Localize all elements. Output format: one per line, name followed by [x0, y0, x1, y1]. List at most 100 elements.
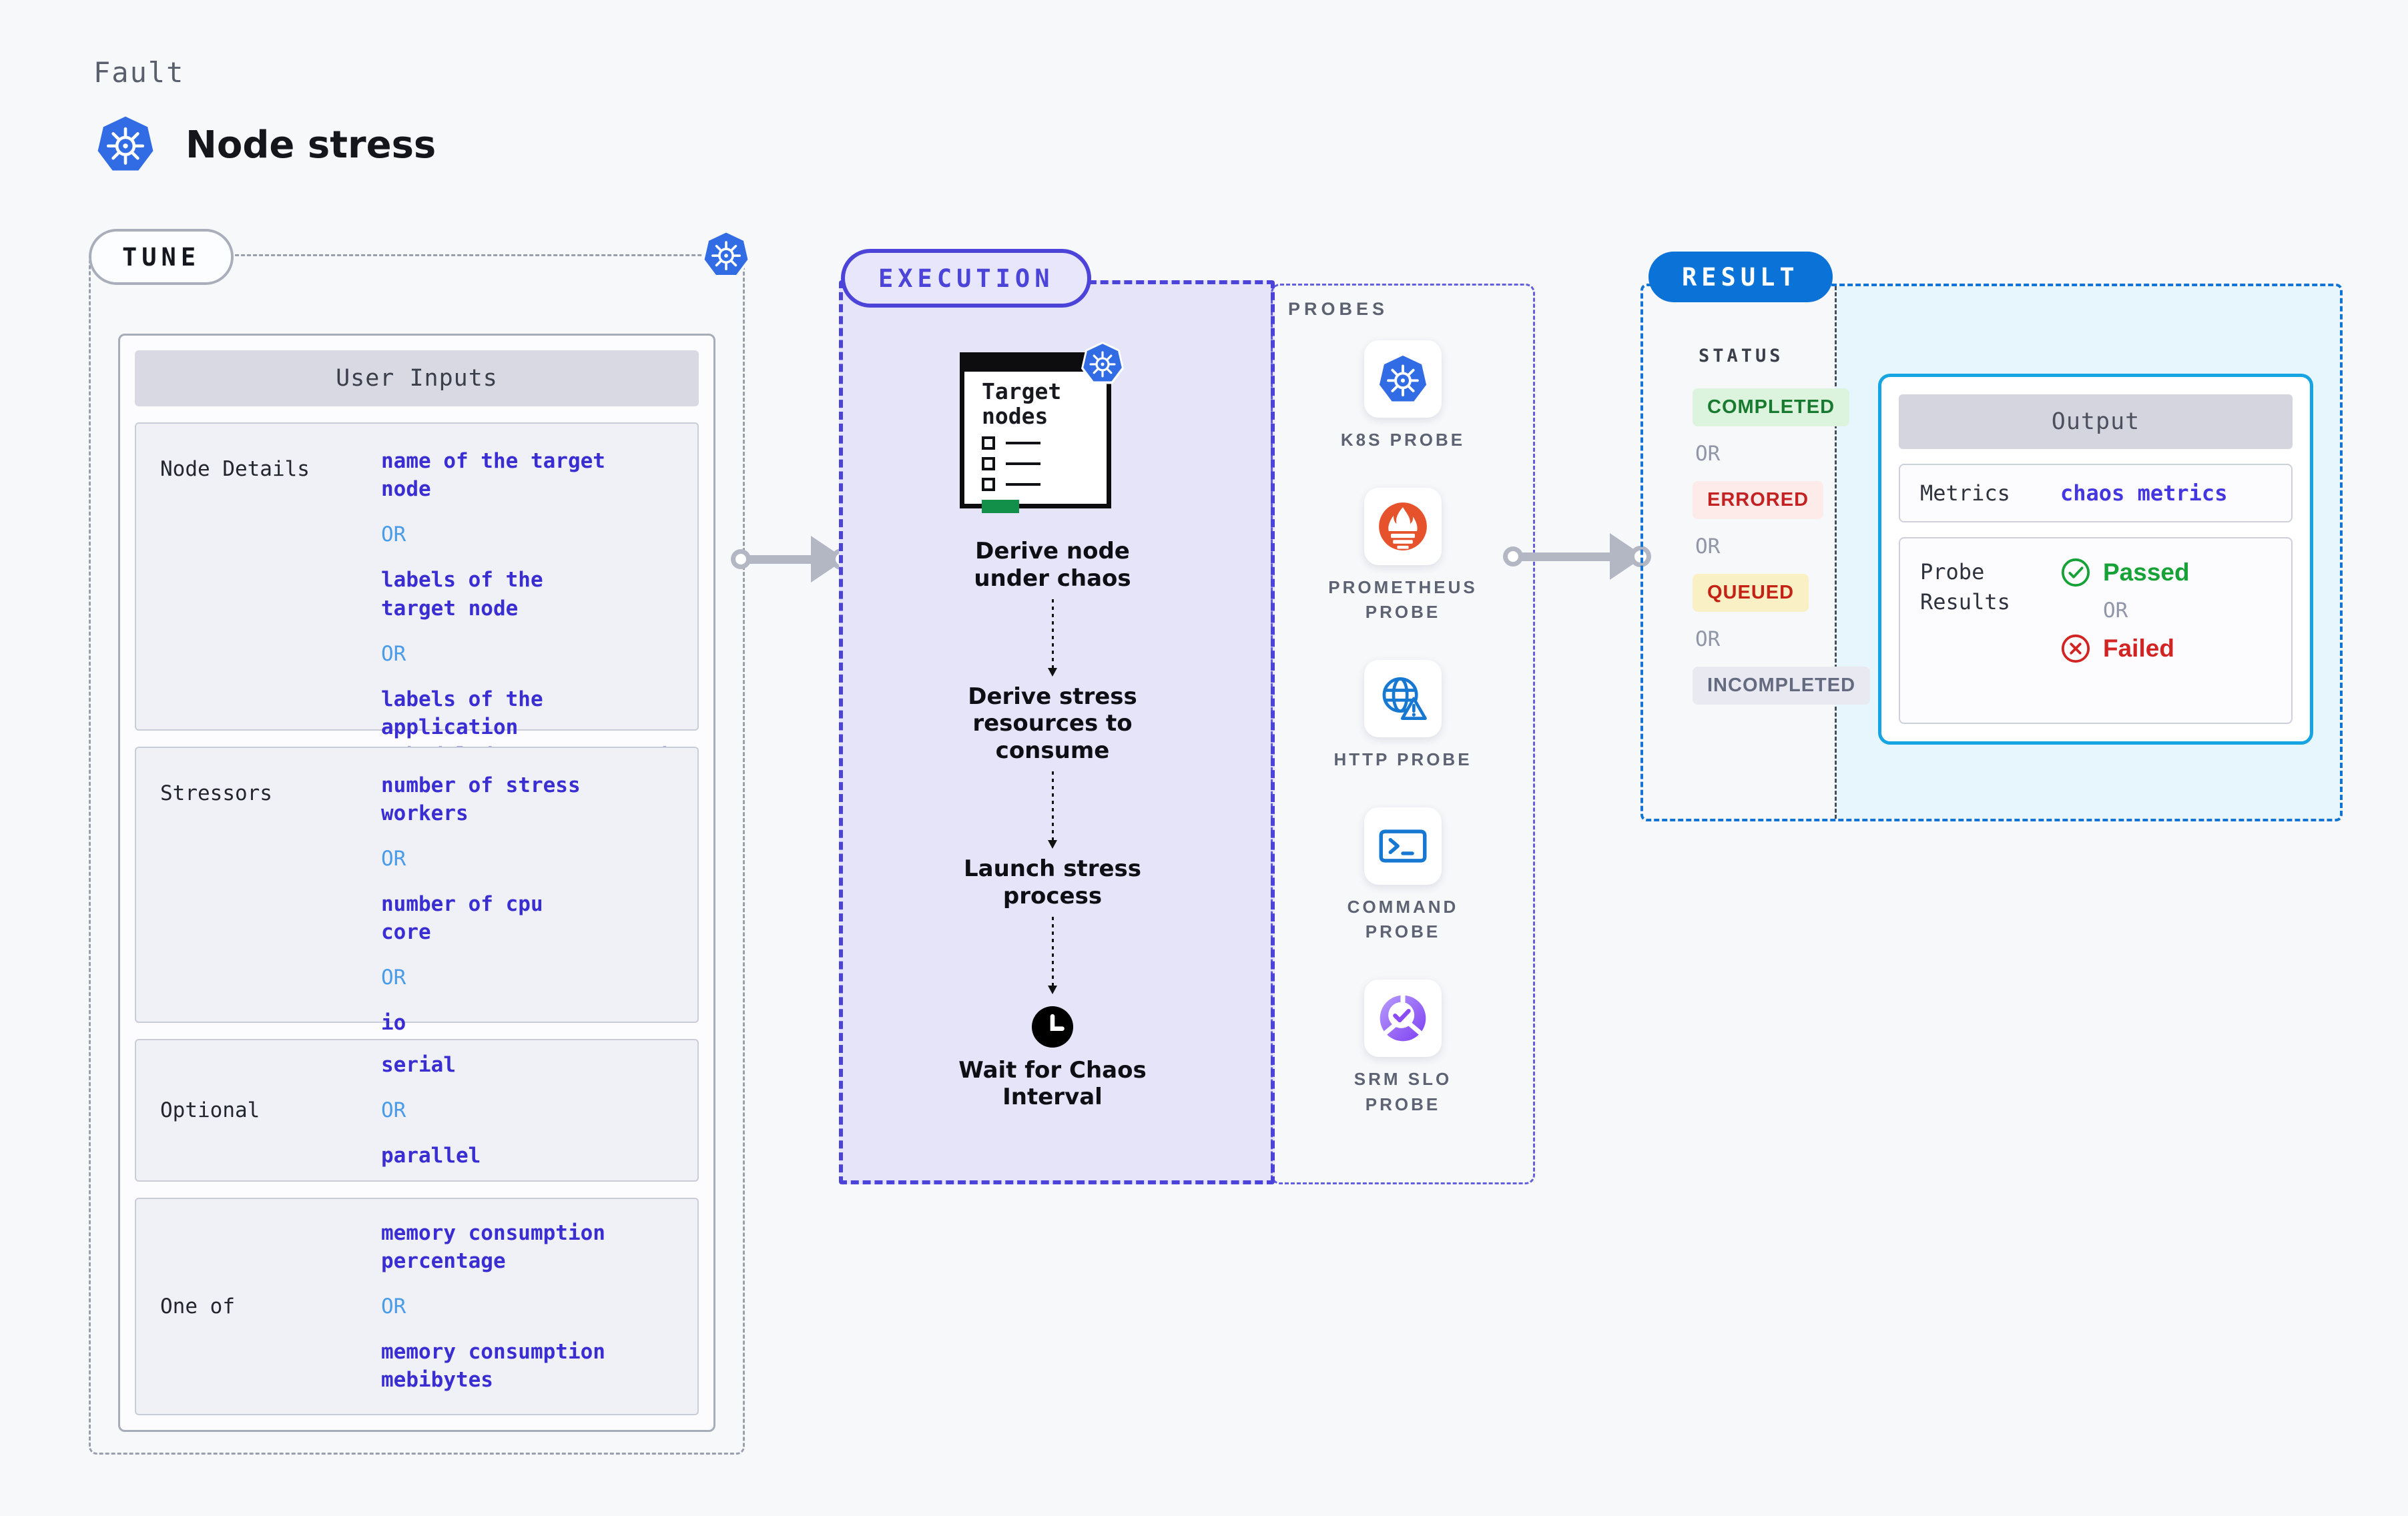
- row-value: number of stress workers: [381, 773, 581, 825]
- probe-srm-slo: SRM SLO PROBE: [1316, 980, 1490, 1117]
- probe-card: [1364, 980, 1442, 1058]
- probe-list: K8S PROBE PROMETHEUS PROBE: [1271, 340, 1535, 1118]
- probe-card: [1364, 487, 1442, 565]
- or-separator: OR: [1695, 627, 1721, 651]
- probe-k8s: K8S PROBE: [1341, 340, 1465, 453]
- probe-results-row: Probe Results Passed OR Failed: [1899, 537, 2293, 724]
- dotted-arrow-connector: [1048, 916, 1057, 994]
- list-line: [1006, 482, 1040, 486]
- arrow-start-dot: [1503, 546, 1523, 566]
- status-heading: STATUS: [1699, 346, 1784, 366]
- row-label: One of: [160, 1294, 235, 1318]
- result-badge: RESULT: [1648, 252, 1833, 302]
- arrow-tune-to-execution: [731, 535, 852, 583]
- row-value: OR: [381, 966, 406, 990]
- step-derive-stress-resources: Derive stress resources to consume: [968, 683, 1137, 765]
- or-separator: OR: [2103, 599, 2128, 623]
- list-line: [1006, 462, 1040, 465]
- checkbox-icon: [982, 477, 995, 491]
- probe-card: [1364, 807, 1442, 885]
- probe-label: HTTP PROBE: [1333, 749, 1472, 770]
- slo-pie-check-icon: [1380, 994, 1426, 1042]
- row-value: parallel: [381, 1143, 481, 1168]
- target-nodes-window: Target nodes: [960, 352, 1111, 513]
- x-circle-icon: [2061, 634, 2090, 663]
- row-value: number of cpu core: [381, 892, 543, 945]
- probe-label: SRM SLO PROBE: [1353, 1069, 1452, 1114]
- node-checklist-row: [982, 456, 1107, 470]
- page-title: Node stress: [186, 123, 436, 167]
- row-label: Node Details: [160, 457, 310, 481]
- probe-card: [1364, 660, 1442, 738]
- row-value: serial: [381, 1052, 456, 1077]
- arrow-shaft: [749, 554, 812, 564]
- prometheus-icon: [1379, 502, 1427, 550]
- probe-label: PROMETHEUS PROBE: [1328, 577, 1478, 623]
- dotted-arrow-connector: [1048, 771, 1057, 849]
- passed-line: Passed: [2060, 557, 2190, 588]
- probe-http: HTTP PROBE: [1333, 660, 1472, 773]
- probe-card: [1364, 340, 1442, 418]
- arrow-probes-to-result: [1503, 532, 1651, 581]
- probes-panel: [1271, 284, 1535, 1184]
- probe-label: COMMAND PROBE: [1347, 896, 1459, 942]
- status-badge-errored: ERRORED: [1693, 481, 1824, 519]
- probe-prometheus: PROMETHEUS PROBE: [1316, 487, 1490, 625]
- kubernetes-icon: [702, 230, 750, 278]
- kubernetes-icon: [1379, 355, 1427, 402]
- window-titlebar: [964, 357, 1107, 372]
- window-title: Target nodes: [982, 378, 1062, 429]
- or-separator: OR: [1695, 534, 1721, 558]
- row-value: OR: [381, 1098, 406, 1122]
- status-badge-queued: QUEUED: [1693, 574, 1809, 612]
- row-value: name of the target node: [381, 449, 605, 502]
- row-value: io: [381, 1011, 406, 1036]
- metrics-row: Metrics chaos metrics: [1899, 464, 2293, 522]
- status-badge-completed: COMPLETED: [1693, 388, 1850, 426]
- clock-icon: [1031, 1006, 1074, 1048]
- metrics-label: Metrics: [1920, 480, 2010, 506]
- row-value: OR: [381, 846, 406, 871]
- or-separator: OR: [1695, 442, 1721, 466]
- row-value: memory consumption percentage: [381, 1220, 605, 1273]
- step-derive-node: Derive node under chaos: [974, 538, 1131, 592]
- probe-results-label: Probe Results: [1920, 559, 2010, 615]
- output-header: Output: [1899, 394, 2293, 449]
- node-checklist-row: [982, 436, 1107, 450]
- checkbox-icon: [982, 456, 995, 470]
- row-label: Stressors: [160, 781, 272, 805]
- metrics-value: chaos metrics: [2060, 480, 2228, 506]
- failed-label: Failed: [2103, 635, 2174, 662]
- kubernetes-icon: [1081, 342, 1124, 384]
- globe-warning-icon: [1382, 677, 1427, 721]
- step-wait-chaos-interval: Wait for Chaos Interval: [958, 1056, 1147, 1111]
- node-checklist-row: [982, 477, 1107, 491]
- execution-badge: EXECUTION: [841, 249, 1092, 308]
- row-value: OR: [381, 522, 406, 547]
- step-launch-stress: Launch stress process: [963, 855, 1141, 909]
- output-card: Output Metrics chaos metrics Probe Resul…: [1878, 374, 2313, 745]
- user-inputs-card: User Inputs Node Details name of the tar…: [118, 334, 715, 1432]
- status-list: COMPLETED OR ERRORED OR QUEUED OR INCOMP…: [1693, 388, 1871, 705]
- row-value: memory consumption mebibytes: [381, 1340, 605, 1393]
- terminal-icon: [1379, 829, 1427, 863]
- failed-line: Failed: [2060, 633, 2190, 664]
- row-value: OR: [381, 1294, 406, 1318]
- arrow-start-dot: [731, 549, 751, 569]
- dotted-arrow-connector: [1048, 599, 1057, 677]
- probe-command: COMMAND PROBE: [1316, 807, 1490, 945]
- row-value: OR: [381, 641, 406, 666]
- status-badge-incompleted: INCOMPLETED: [1693, 667, 1871, 705]
- kubernetes-logo: [97, 116, 154, 171]
- row-value: labels of the target node: [381, 568, 543, 621]
- passed-label: Passed: [2103, 558, 2190, 586]
- check-circle-icon: [2061, 558, 2090, 587]
- probes-label: PROBES: [1288, 299, 1389, 319]
